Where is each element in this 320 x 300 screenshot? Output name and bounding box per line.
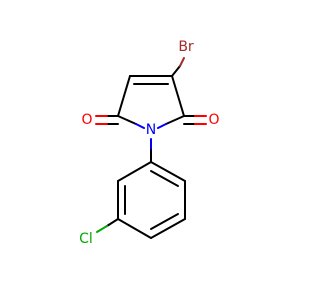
- bond-c4-c5: [117, 75, 131, 117]
- molecule-structure-diagram: Br O O N Cl: [79, 39, 219, 247]
- bond-ph-f-a: [117, 161, 152, 182]
- bond-ph-c-d: [150, 218, 186, 239]
- bond-c2-n: [165, 115, 185, 125]
- oxygen-right-atom-label: O: [208, 112, 219, 128]
- bromine-atom-label: Br: [178, 39, 194, 55]
- bond-e-cl-colored: [96, 225, 108, 233]
- bond-c2-n-colored: [157, 123, 167, 129]
- maleimide-ring: [117, 75, 185, 129]
- bond-ph-inner-1: [150, 170, 179, 187]
- bond-c5-n-colored: [135, 123, 145, 129]
- bond-e-cl: [106, 218, 119, 227]
- oxygen-left-atom-label: O: [81, 112, 92, 128]
- phenyl-ring: [117, 161, 186, 239]
- chlorine-atom-label: Cl: [79, 231, 93, 247]
- bromine-bond: [171, 57, 185, 77]
- bond-c3-br-colored: [179, 57, 185, 67]
- bond-c3-c2: [171, 75, 185, 117]
- chlorine-bond: [96, 218, 119, 233]
- bond-ph-inner-2: [150, 213, 179, 230]
- bond-c3-br: [171, 65, 181, 77]
- carbonyl-bonds: [95, 115, 207, 125]
- nitrogen-atom-label: N: [146, 122, 156, 138]
- bond-ph-d-e: [117, 218, 152, 239]
- bond-ph-a-b: [150, 161, 186, 182]
- bond-c5-n: [117, 115, 137, 125]
